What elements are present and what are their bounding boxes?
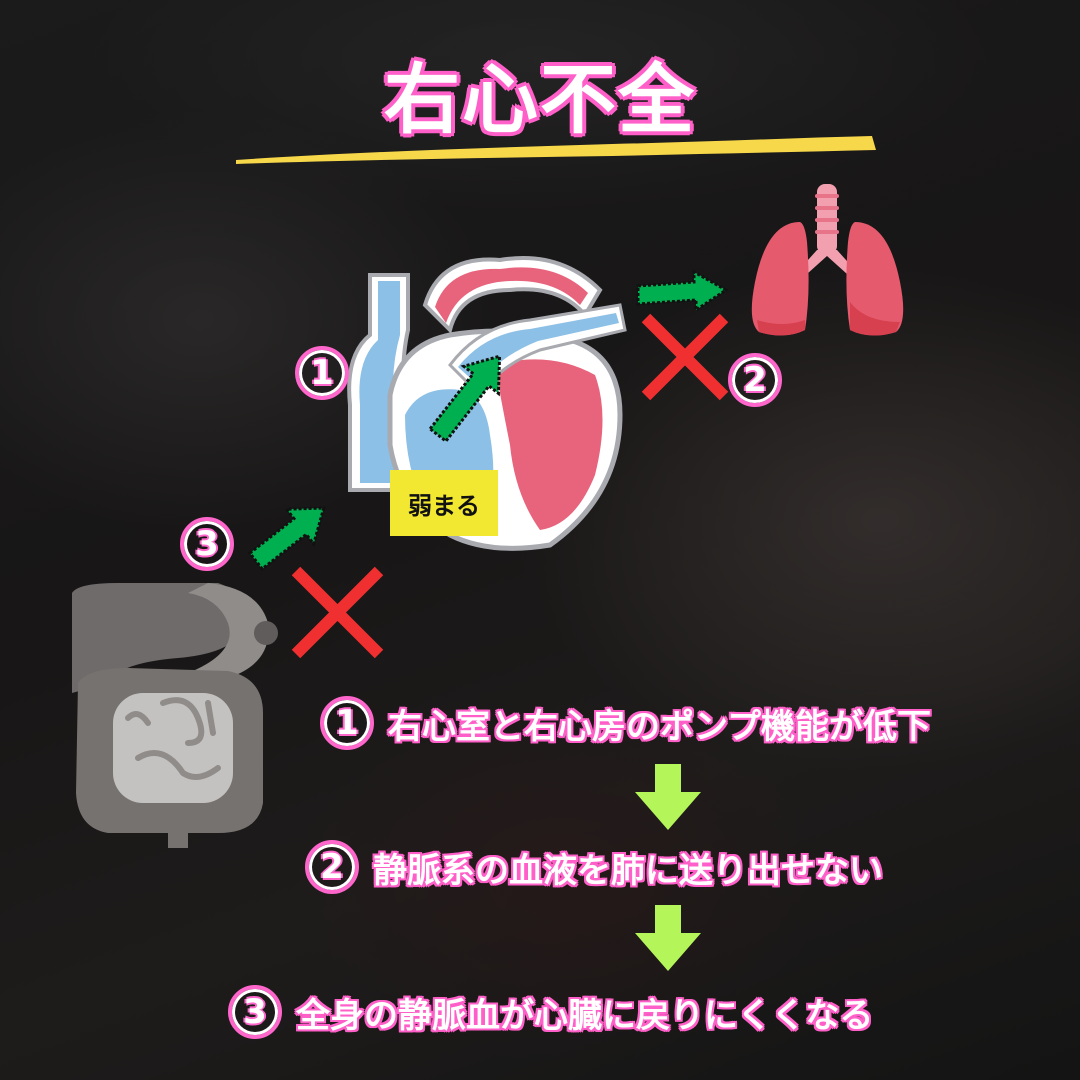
step-text-1: 右心室と右心房のポンプ機能が低下 [388, 706, 931, 747]
arrow-up-right-icon [248, 506, 326, 571]
step-3: 3 全身の静脈血が心臓に戻りにくくなる [228, 985, 873, 1039]
step-1: 1 右心室と右心房のポンプ機能が低下 [320, 696, 931, 750]
down-arrow-icon [635, 905, 701, 971]
marker-2: 2 [728, 353, 782, 407]
lungs-icon [751, 184, 904, 336]
step-number-3: 3 [228, 985, 282, 1039]
step-number-1: 1 [320, 696, 374, 750]
cross-icon [641, 313, 729, 401]
step-2: 2 静脈系の血液を肺に送り出せない [305, 840, 883, 894]
step-text-2: 静脈系の血液を肺に送り出せない [373, 850, 883, 891]
arrow-right-icon [636, 269, 729, 313]
step-text-3: 全身の静脈血が心臓に戻りにくくなる [296, 995, 874, 1036]
step-number-2: 2 [305, 840, 359, 894]
marker-3: 3 [180, 517, 234, 571]
cross-icon [291, 566, 384, 659]
down-arrow-icon [635, 764, 701, 830]
title-underline [236, 136, 876, 164]
weak-label: 弱まる [390, 470, 498, 536]
intestines-icon [72, 583, 278, 848]
marker-1: 1 [295, 346, 349, 400]
page-title: 右心不全 [384, 55, 696, 144]
